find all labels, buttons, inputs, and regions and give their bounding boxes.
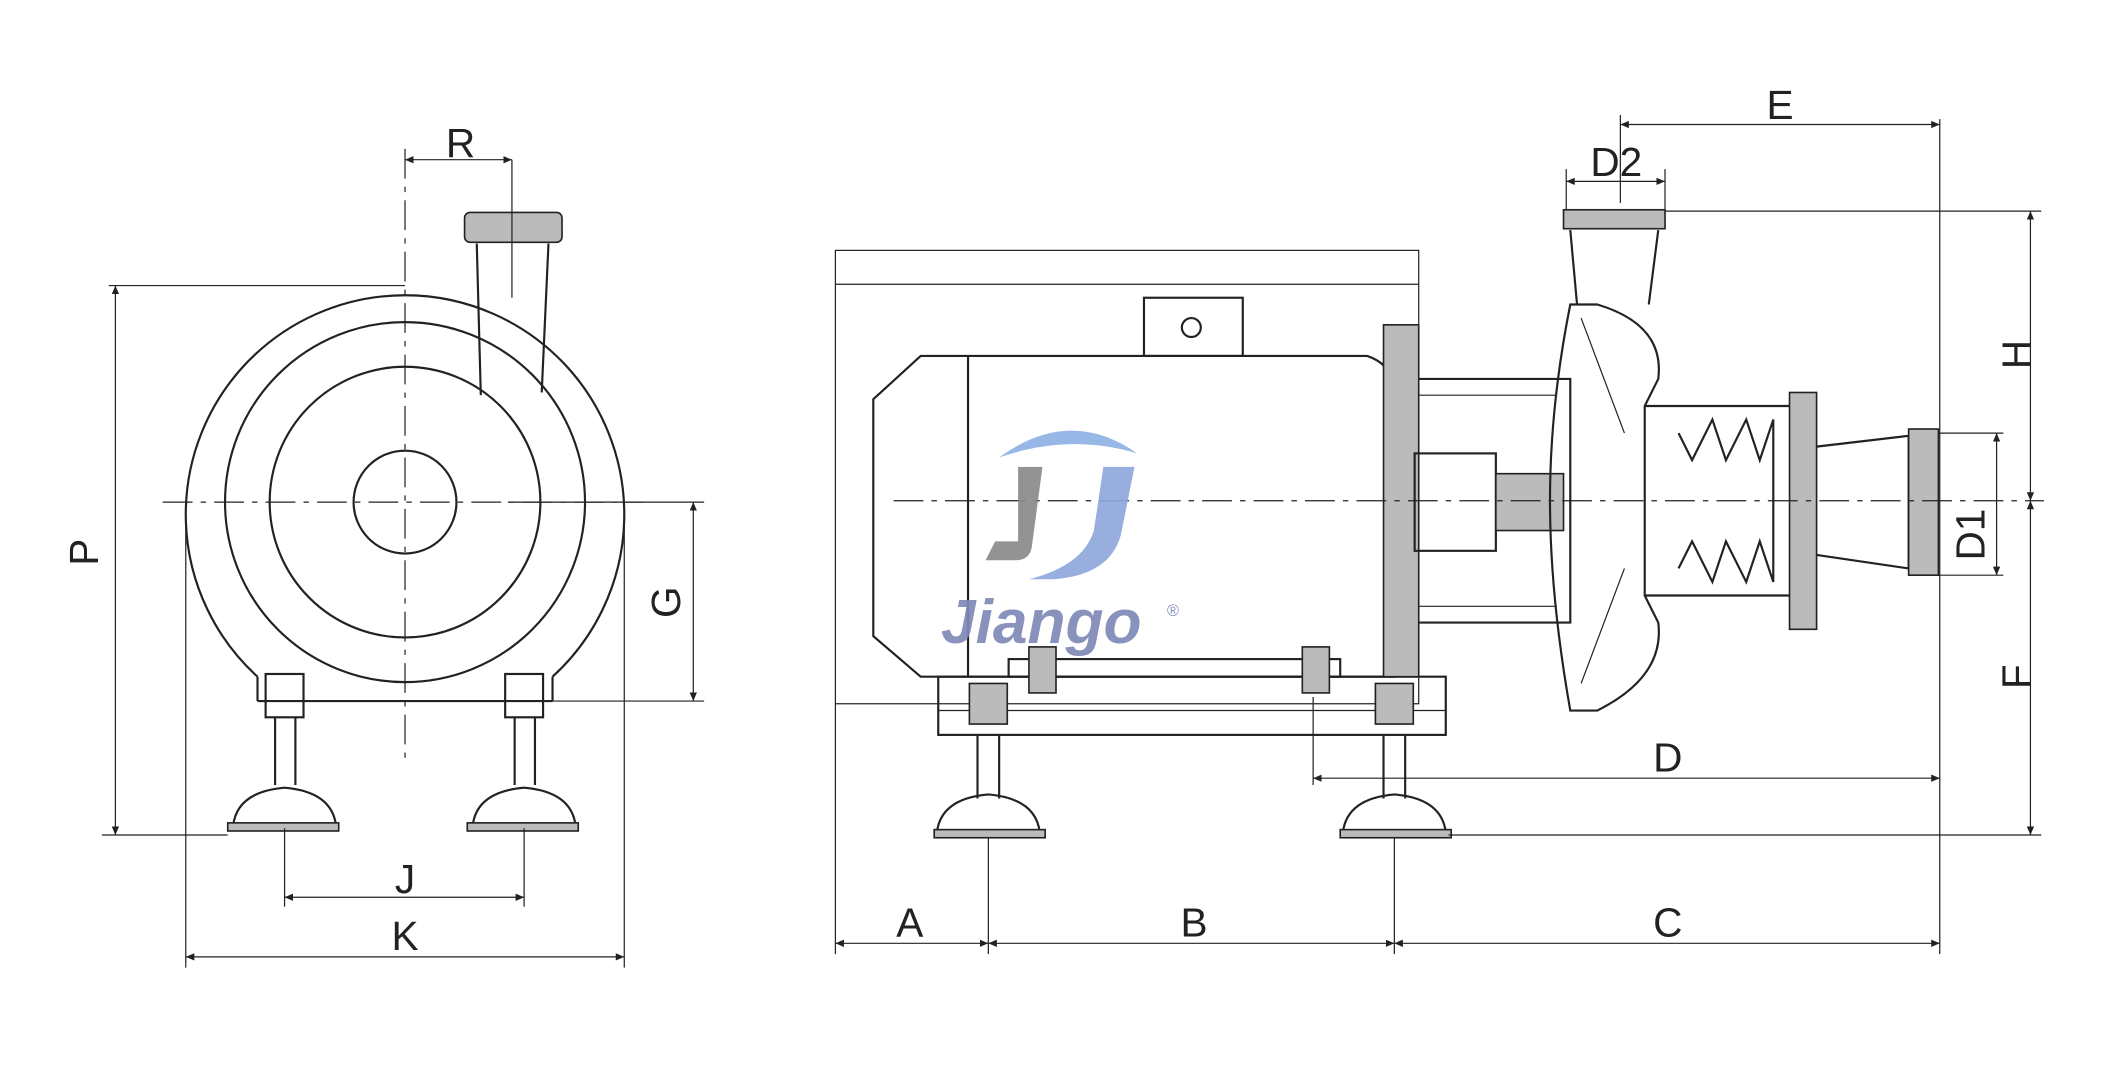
left-foot bbox=[226, 672, 340, 832]
dim-label-K: K bbox=[391, 913, 418, 959]
logo-registered-mark: ® bbox=[1167, 602, 1179, 620]
motor-foot-right bbox=[1339, 682, 1452, 839]
dim-label-H: H bbox=[1993, 340, 2039, 369]
logo-swoosh bbox=[999, 430, 1138, 458]
dim-label-G: G bbox=[643, 586, 689, 618]
logo-j-gray bbox=[985, 466, 1043, 561]
front-view: A B C D E D2 H F D1 bbox=[834, 82, 2044, 955]
dim-label-J: J bbox=[395, 856, 415, 902]
dim-label-D1: D1 bbox=[1947, 509, 1993, 561]
logo-text: Jiango bbox=[941, 588, 1142, 657]
side-view: R P G J K bbox=[61, 120, 705, 968]
logo-j-blue bbox=[1028, 466, 1135, 580]
dim-label-R: R bbox=[446, 120, 475, 166]
dim-label-A: A bbox=[896, 900, 923, 946]
dim-label-C: C bbox=[1653, 900, 1682, 946]
jiango-logo: Jiango ® bbox=[941, 430, 1179, 657]
dim-label-P: P bbox=[61, 539, 107, 566]
dim-label-E: E bbox=[1767, 82, 1794, 128]
dim-label-B: B bbox=[1181, 900, 1208, 946]
motor-foot-left bbox=[933, 682, 1046, 839]
dim-label-F: F bbox=[1993, 664, 2039, 689]
right-foot bbox=[466, 672, 580, 832]
dim-label-D2: D2 bbox=[1590, 139, 1642, 185]
dim-label-D: D bbox=[1653, 734, 1682, 780]
